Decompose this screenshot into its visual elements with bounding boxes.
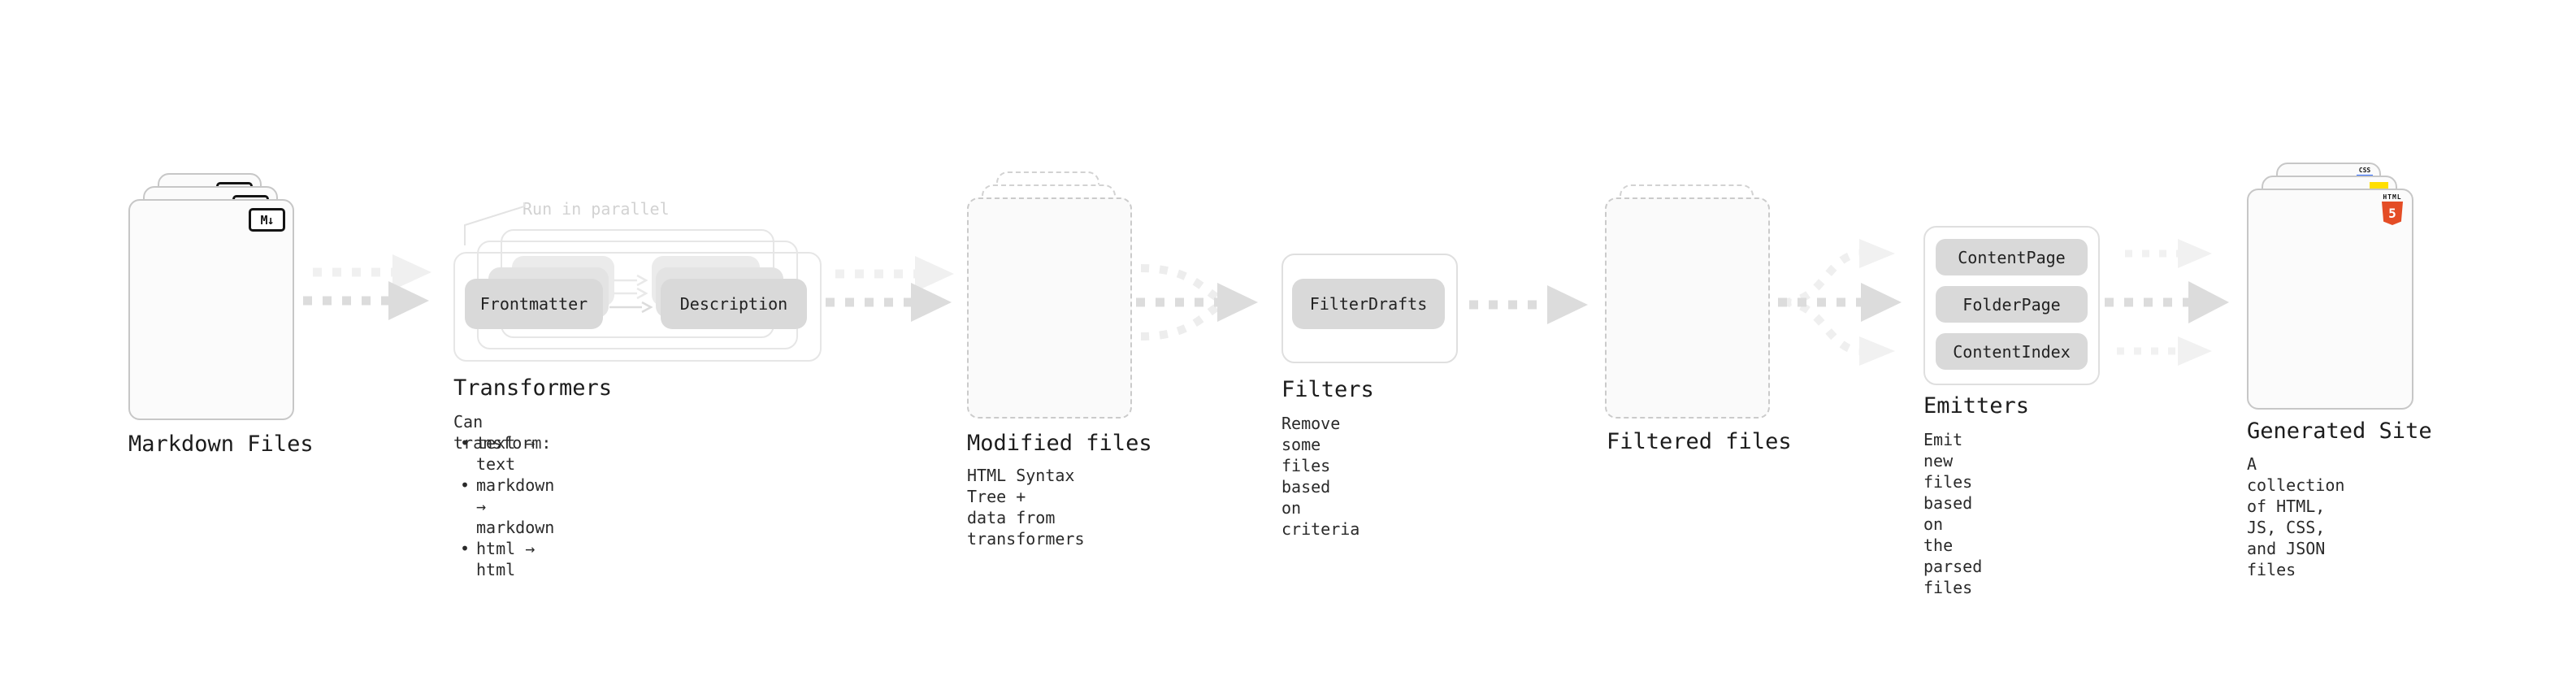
- description-pill: Description: [661, 279, 807, 329]
- bullet-glyph: •: [459, 433, 471, 453]
- generated-site-desc: A collection of HTML, JS, CSS, and JSON …: [2247, 454, 2345, 579]
- html5-icon: HTML 5: [2381, 193, 2404, 225]
- bullet-glyph: •: [459, 539, 471, 558]
- stage-label-markdown-files: Markdown Files: [128, 432, 314, 457]
- transformers-bullet-list: • text → text • markdown → markdown • ht…: [453, 432, 554, 580]
- filterdrafts-pill: FilterDrafts: [1292, 279, 1445, 329]
- transformer-box-front: [453, 252, 822, 362]
- folderpage-pill: FolderPage: [1936, 286, 2088, 323]
- stage-label-generated-site: Generated Site: [2247, 419, 2432, 444]
- stage-label-emitters: Emitters: [1923, 393, 2030, 419]
- html5-icon-label: HTML: [2383, 193, 2402, 201]
- flow-arrow-filtered-to-emitters: [1778, 239, 1902, 366]
- flow-arrow-modified-to-filters: [1136, 264, 1258, 340]
- bullet-text: markdown → markdown: [476, 475, 555, 537]
- html5-icon-shield: 5: [2382, 202, 2403, 225]
- css-icon-label: CSS: [2358, 167, 2371, 174]
- markdown-icon: M↓: [249, 208, 285, 232]
- stage-label-filters: Filters: [1281, 377, 1374, 402]
- flow-arrow-emitters-to-site: [2105, 239, 2229, 366]
- bullet-item: • markdown → markdown: [453, 475, 554, 538]
- filters-desc: Remove some files based on criteria: [1281, 414, 1360, 539]
- emitters-box: ContentPage FolderPage ContentIndex: [1923, 226, 2100, 385]
- stage-label-modified-files: Modified files: [967, 431, 1152, 456]
- callout-bracket-line: [464, 202, 525, 245]
- document-card-html: HTML 5: [2247, 189, 2413, 410]
- bullet-text: html → html: [476, 539, 536, 579]
- bullet-text: text → text: [476, 433, 536, 474]
- pill-link-arrows: [609, 274, 653, 314]
- transformers-desc-title: Can transform:: [453, 412, 552, 453]
- flow-arrow-transformers-to-modified: [826, 256, 954, 322]
- flow-arrow-markdown-to-transformers: [303, 254, 432, 320]
- contentpage-pill: ContentPage: [1936, 239, 2088, 275]
- bullet-item: • html → html: [453, 538, 554, 580]
- emitters-desc: Emit new files based on the parsed files: [1923, 430, 1983, 597]
- document-card: M↓: [128, 199, 294, 420]
- frontmatter-pill: Frontmatter: [465, 279, 603, 329]
- document-card-dashed: [1605, 197, 1770, 419]
- html5-icon-number: 5: [2388, 206, 2396, 221]
- js-icon: [2370, 182, 2388, 190]
- stage-label-transformers: Transformers: [453, 375, 613, 401]
- flow-arrow-filters-to-filtered: [1469, 285, 1588, 324]
- modified-files-desc: HTML Syntax Tree + data from transformer…: [967, 466, 1085, 549]
- stage-label-filtered-files: Filtered files: [1607, 429, 1792, 454]
- document-card-dashed: [967, 197, 1132, 419]
- bullet-item: • text → text: [453, 432, 554, 475]
- run-in-parallel-note: Run in parallel: [523, 199, 670, 219]
- bullet-glyph: •: [459, 475, 471, 495]
- contentindex-pill: ContentIndex: [1936, 333, 2088, 370]
